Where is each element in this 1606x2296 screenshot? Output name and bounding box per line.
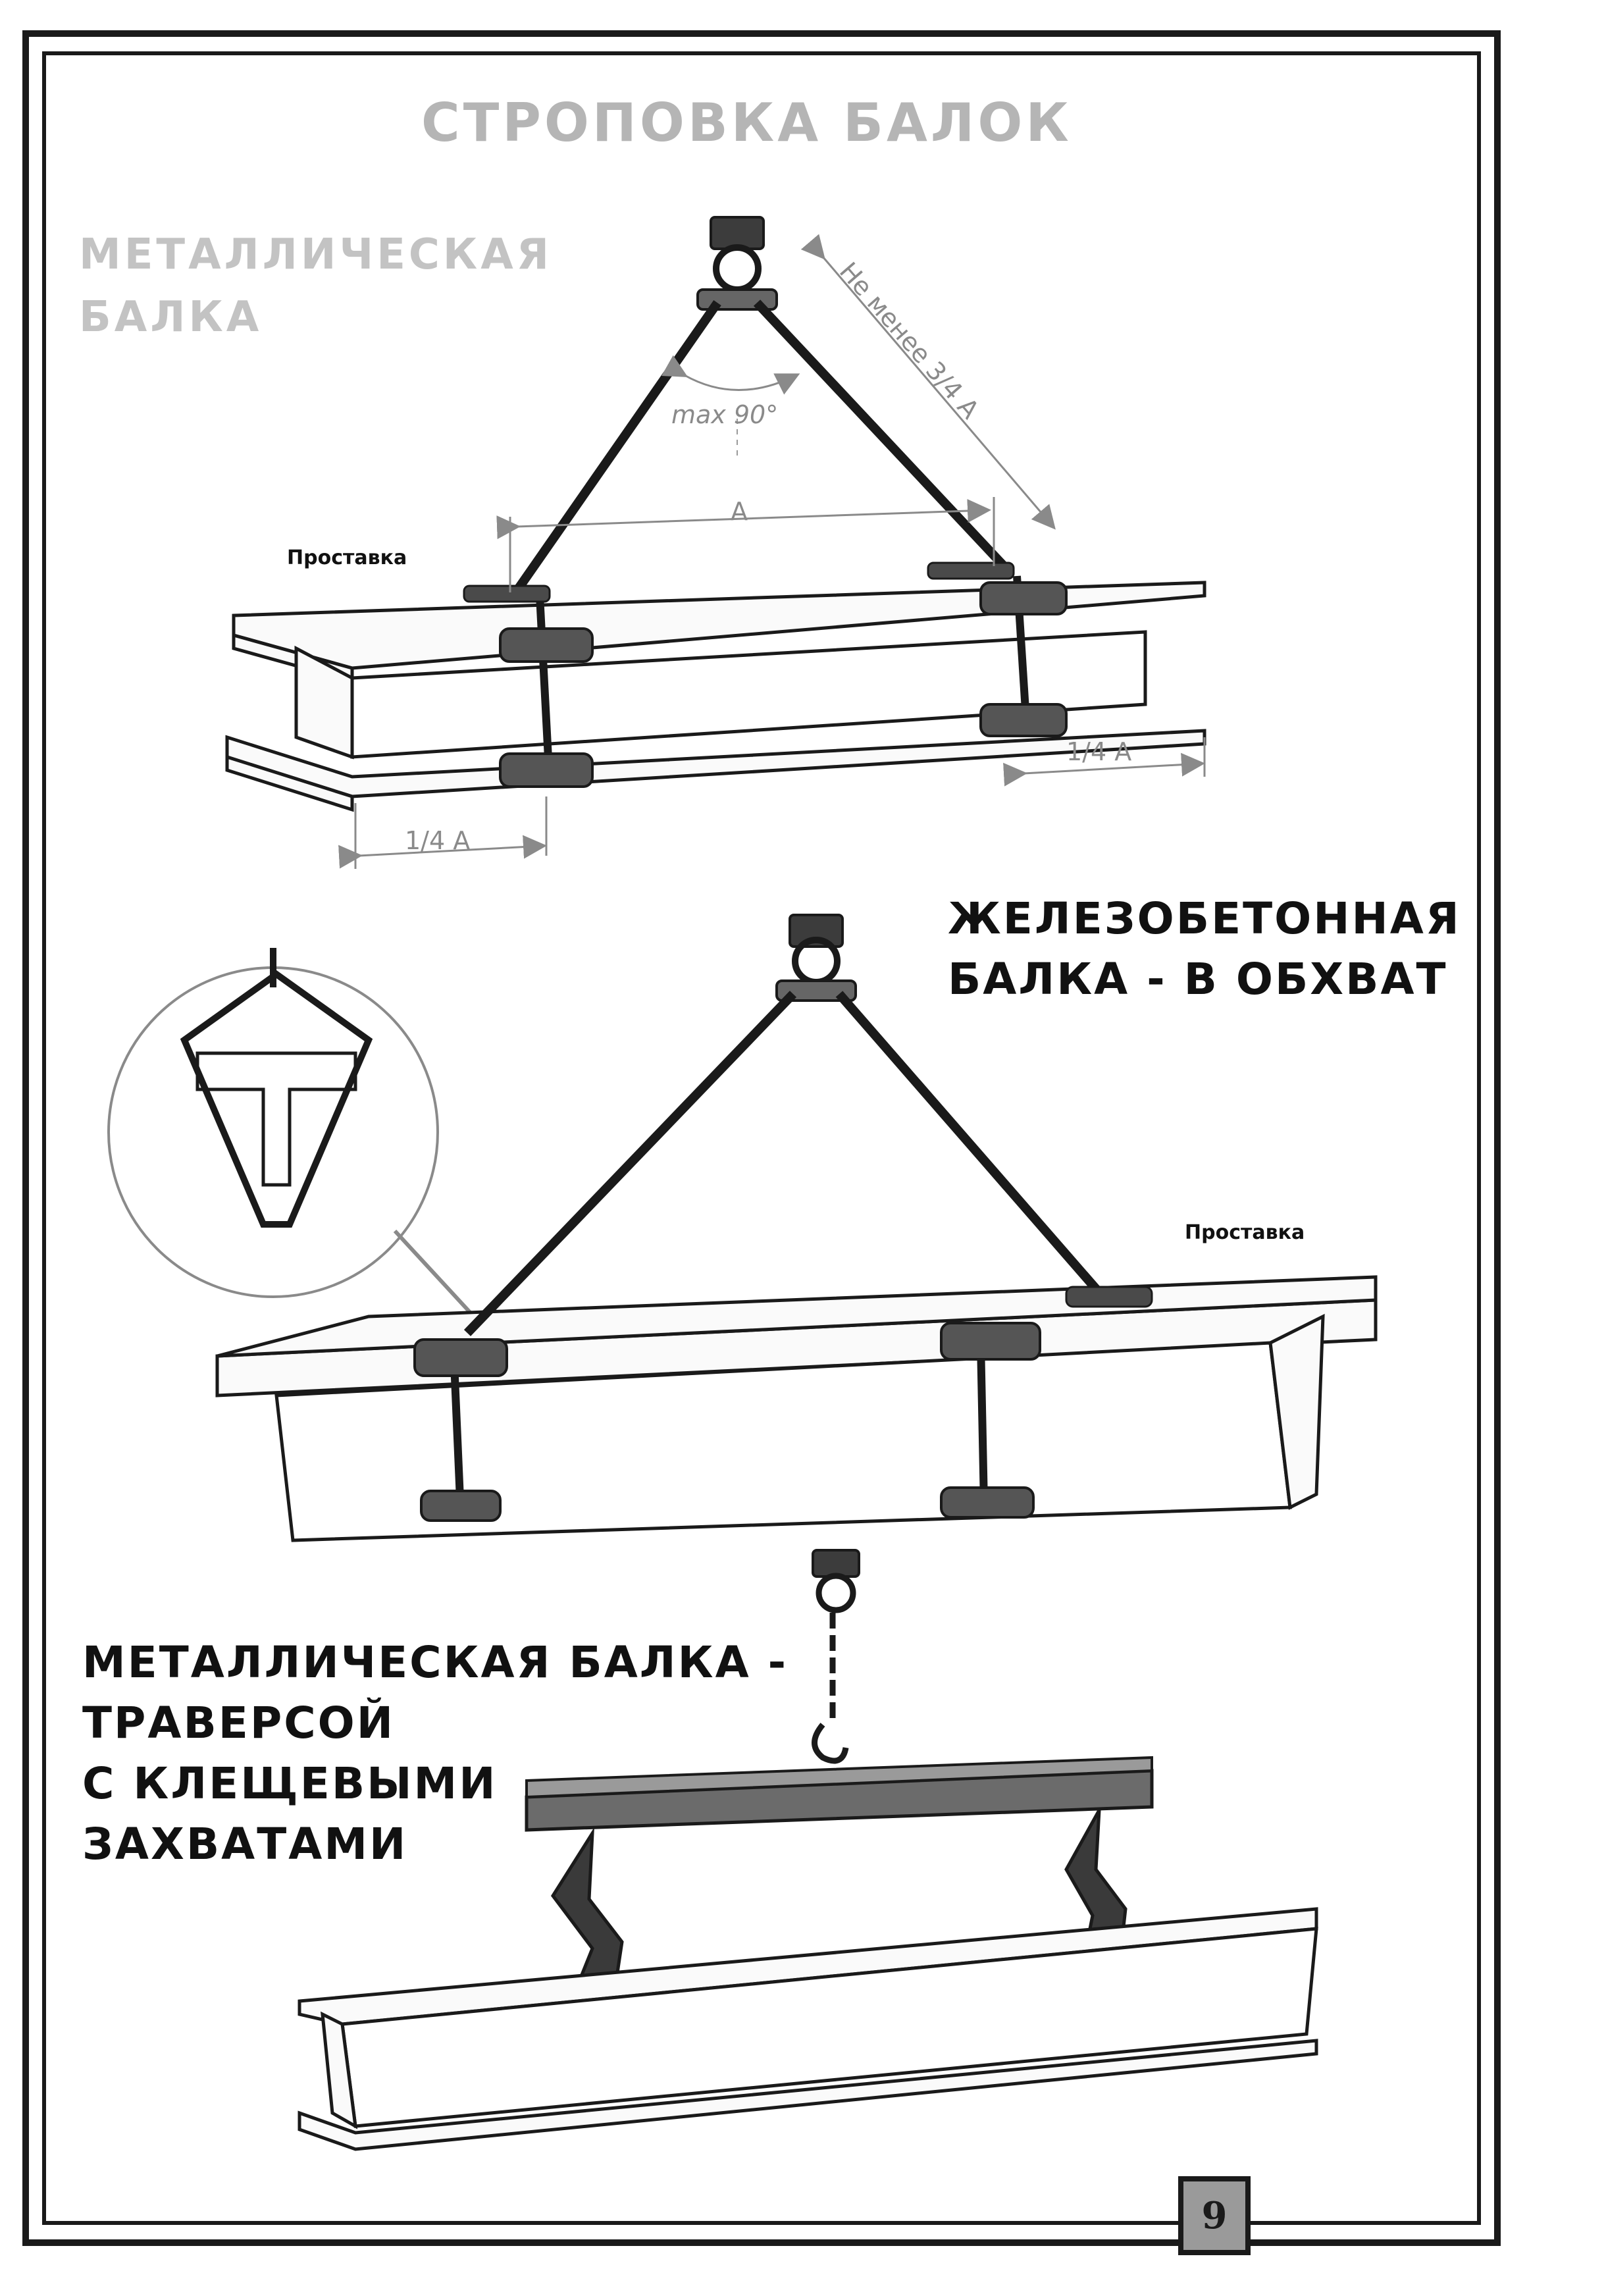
page-border-inner (42, 51, 1481, 2225)
page-number-box: 9 (1178, 2176, 1251, 2255)
page-border-outer (22, 30, 1501, 2246)
section1-spacer-label: Проставка (287, 546, 407, 569)
page-number: 9 (1201, 2194, 1228, 2237)
diagram-concrete-beam-choke (107, 914, 1378, 1542)
section1-quarter-label-right: 1/4 А (1066, 737, 1132, 766)
diagram-steel-beam-sling (225, 216, 1206, 869)
section1-span-label: А (731, 497, 748, 526)
section3-heading: МЕТАЛЛИЧЕСКАЯ БАЛКА - ТРАВЕРСОЙ С КЛЕЩЕВ… (82, 1637, 789, 1869)
page-title: СТРОПОВКА БАЛОК (421, 92, 1072, 153)
crane-hook-icon (710, 216, 765, 250)
section1-quarter-label-left: 1/4 А (405, 826, 471, 855)
section2-spacer-label: Проставка (1185, 1221, 1305, 1244)
section1-heading: МЕТАЛЛИЧЕСКАЯ БАЛКА (79, 230, 552, 342)
diagram-traverse-clamps (298, 1549, 1318, 2151)
section1-angle-label: max 90° (671, 400, 779, 429)
section2-heading: ЖЕЛЕЗОБЕТОННАЯ БАЛКА - В ОБХВАТ (948, 893, 1461, 1004)
